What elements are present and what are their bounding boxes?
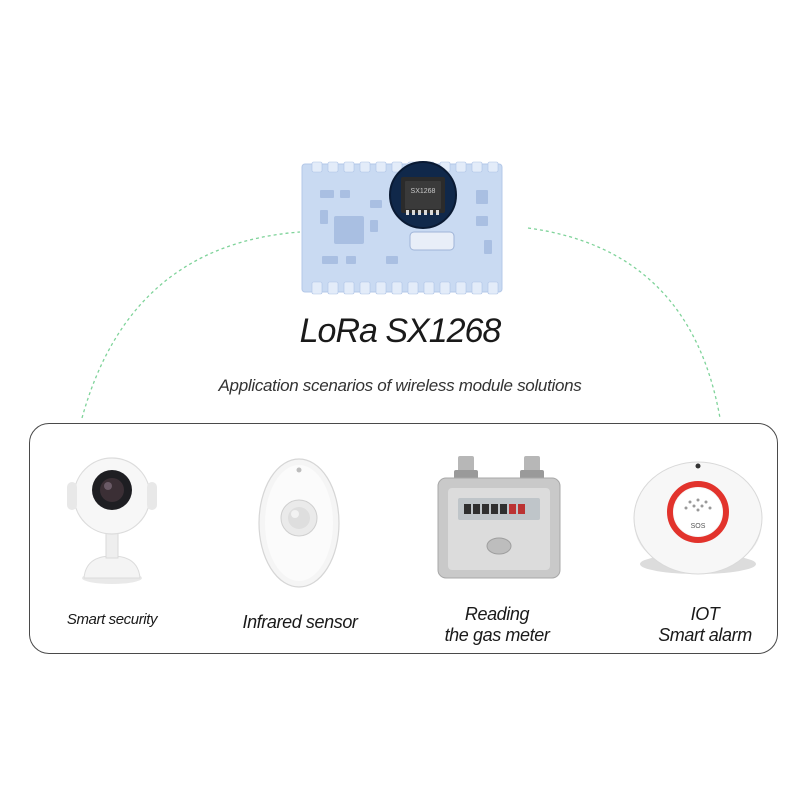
camera-icon <box>67 457 157 584</box>
page-title: LoRa SX1268 <box>299 312 502 350</box>
infrared-sensor-icon <box>258 458 340 588</box>
scenario-label-infrared-sensor: Infrared sensor <box>242 612 358 632</box>
scenario-label-smart-alarm: IOT Smart alarm <box>658 604 752 645</box>
scenario-label-smart-security: Smart security <box>66 611 158 628</box>
gas-meter-icon <box>437 456 561 579</box>
lora-module-image: SX1268 <box>301 161 503 295</box>
scenario-label-gas-meter: Reading the gas meter <box>444 604 550 645</box>
sos-text: SOS <box>691 523 706 530</box>
alarm-icon: SOS <box>633 461 763 575</box>
scenarios-panel <box>29 423 778 654</box>
page-subtitle: Application scenarios of wireless module… <box>218 376 582 395</box>
chip-marking: SX1268 <box>411 188 436 195</box>
